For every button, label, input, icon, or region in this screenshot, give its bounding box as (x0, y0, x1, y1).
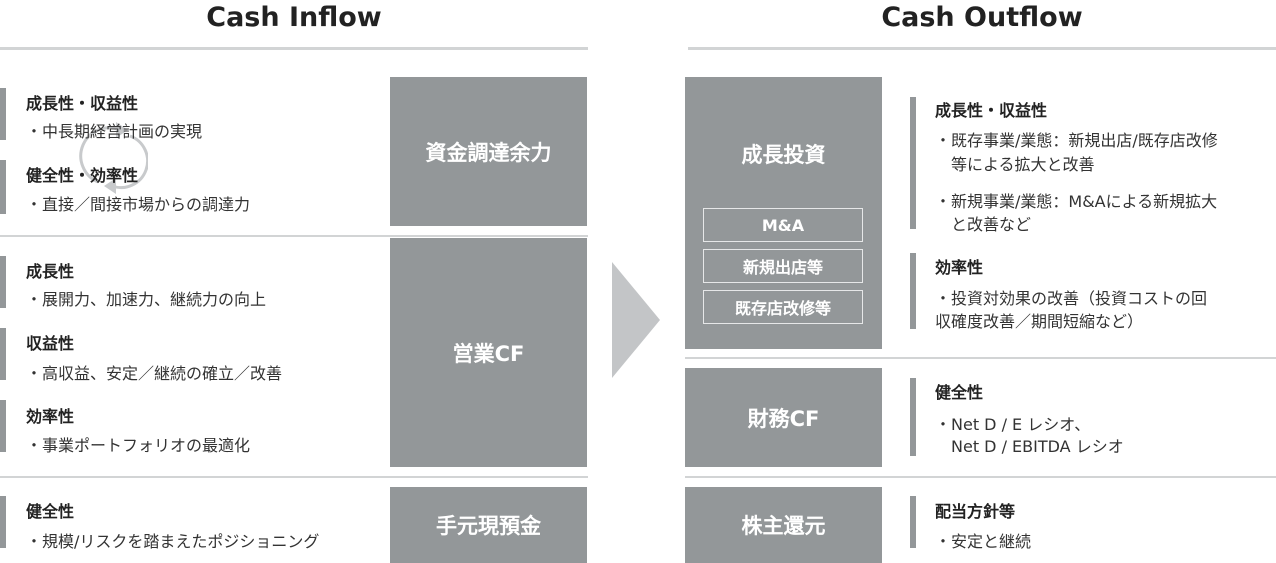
section-text: ・展開力、加速力、継続力の向上 (26, 290, 267, 309)
inflow-title-rule (0, 47, 588, 50)
outflow-box-growth-investment: 成長投資 M&A 新規出店等 既存店改修等 (685, 77, 882, 349)
section-text: ・高収益、安定／継続の確立／改善 (26, 364, 283, 383)
section-text: ・Net D / E レシオ、 (935, 415, 1091, 434)
section-heading: 効率性 (935, 258, 984, 277)
section-bar (910, 378, 916, 456)
section-text: ・直接／間接市場からの調達力 (26, 195, 251, 214)
sub-box-new-stores: 新規出店等 (703, 249, 863, 283)
section-text: ・新規事業/業態：M&Aによる新規拡大 (935, 192, 1218, 211)
inflow-box-operating-cf: 営業CF (390, 238, 587, 467)
section-bar (0, 400, 6, 452)
section-text: 収確度改善／期間短縮など） (935, 312, 1144, 331)
outflow-box-financial-cf: 財務CF (685, 368, 882, 467)
section-text: ・事業ポートフォリオの最適化 (26, 436, 251, 455)
inflow-box-cash: 手元現預金 (390, 487, 587, 563)
section-text: ・既存事業/業態：新規出店/既存店改修 (935, 131, 1218, 150)
cycle-arrows-icon (79, 122, 148, 194)
section-text: Net D / EBITDA レシオ (935, 437, 1124, 456)
sub-box-renovation: 既存店改修等 (703, 290, 863, 324)
outflow-title: Cash Outflow (881, 2, 1083, 33)
section-heading: 成長性 (26, 262, 75, 281)
section-heading: 収益性 (26, 334, 75, 353)
box-label: 成長投資 (741, 143, 826, 167)
section-heading: 健全性・効率性 (26, 166, 139, 185)
chevron-right-arrow-icon (612, 262, 660, 378)
section-text: 等による拡大と改善 (935, 155, 1095, 174)
section-heading: 健全性 (935, 383, 984, 402)
outflow-title-rule (688, 47, 1276, 50)
inflow-box-funding: 資金調達余力 (390, 77, 587, 226)
section-heading: 配当方針等 (935, 502, 1016, 521)
outflow-box-shareholder-return: 株主還元 (685, 487, 882, 563)
section-text: ・投資対効果の改善（投資コストの回 (935, 289, 1208, 308)
section-bar (910, 496, 916, 548)
section-heading: 健全性 (26, 502, 75, 521)
section-bar (0, 88, 6, 140)
section-heading: 成長性・収益性 (26, 94, 139, 113)
section-heading: 効率性 (26, 407, 75, 426)
inflow-title: Cash Inflow (206, 2, 382, 33)
section-bar (0, 328, 6, 380)
divider (0, 476, 588, 478)
section-text: ・安定と継続 (935, 532, 1032, 551)
section-bar (0, 160, 6, 214)
section-text: ・中長期経営計画の実現 (26, 122, 203, 141)
section-bar (910, 97, 916, 229)
divider (685, 476, 1276, 478)
divider (0, 235, 588, 237)
section-text: ・規模/リスクを踏まえたポジショニング (26, 532, 320, 551)
section-bar (0, 496, 6, 548)
section-heading: 成長性・収益性 (935, 101, 1048, 120)
sub-box-ma: M&A (703, 208, 863, 242)
section-bar (910, 253, 916, 329)
section-bar (0, 256, 6, 308)
section-text: と改善など (935, 215, 1032, 234)
divider (685, 357, 1276, 359)
